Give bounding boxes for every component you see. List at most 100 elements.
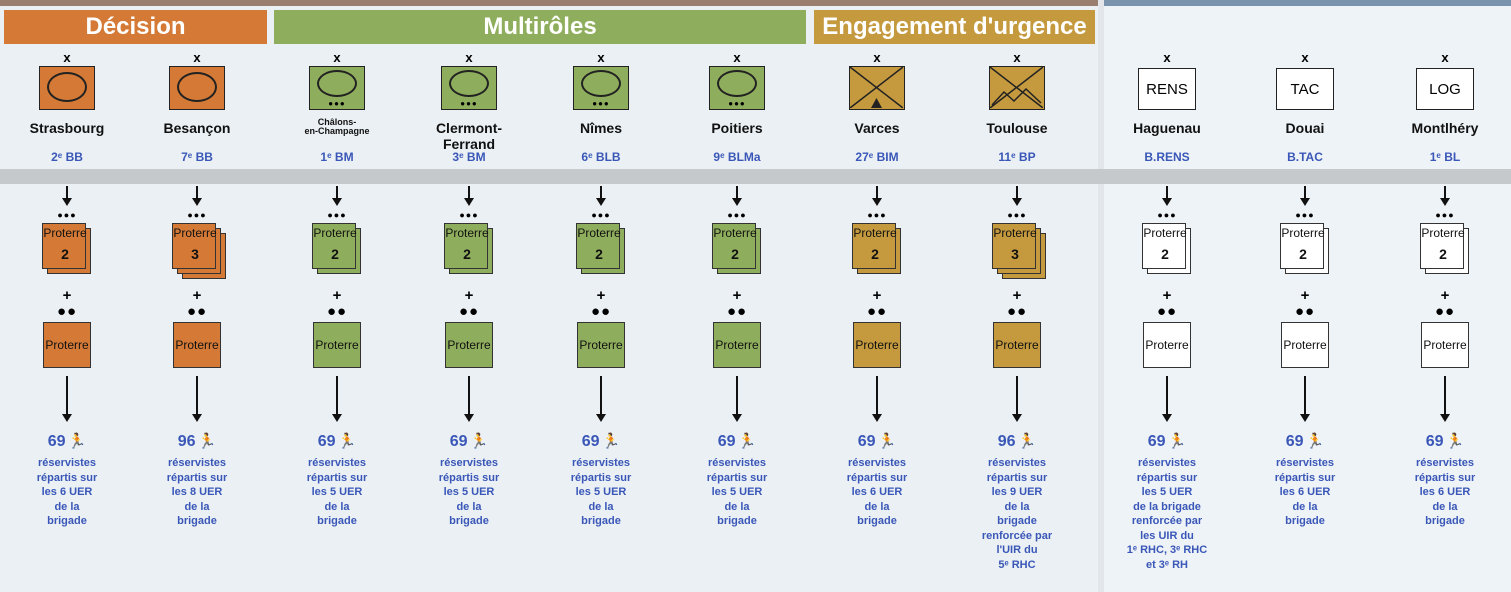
reservist-count: 69🏃: [546, 432, 656, 451]
soldier-icon: 🏃: [67, 433, 87, 450]
two-dots-icon: ●●: [1006, 303, 1028, 320]
proterre-single-box: Proterre: [1143, 322, 1191, 368]
proterre-card: Proterre 2: [1420, 223, 1465, 269]
three-dots-icon: ●●●: [459, 210, 479, 220]
proterre-single-box: Proterre: [43, 322, 91, 368]
three-dots-icon: ●●●: [57, 210, 77, 220]
reservist-description: réservistes répartis sur les 5 UER de la…: [438, 457, 500, 527]
proterre-count: 2: [1439, 246, 1447, 262]
reservist-description: réservistes répartis sur les 5 UER de la…: [706, 457, 768, 527]
three-dots-icon: ●●●: [187, 210, 207, 220]
oval-icon: [717, 70, 757, 97]
proterre-count: 2: [731, 246, 739, 262]
proterre-label: Proterre: [173, 226, 217, 240]
arrow-line: [1444, 376, 1446, 416]
proterre-label: Proterre: [713, 226, 757, 240]
proterre-count: 2: [331, 246, 339, 262]
plus-sign: +: [872, 287, 882, 304]
reservist-description: réservistes répartis sur les 6 UER de la…: [846, 457, 908, 527]
proterre-single-box: Proterre: [445, 322, 493, 368]
arrow-line: [66, 376, 68, 416]
arrow-line: [1166, 376, 1168, 416]
panel-divider: [1098, 0, 1104, 592]
soldier-icon: 🏃: [1445, 433, 1465, 450]
garrison-city: Châlons- en-Champagne: [304, 117, 370, 136]
arrow-line: [196, 186, 198, 200]
plus-sign: +: [1162, 287, 1172, 304]
arrow-line: [1444, 186, 1446, 200]
arrow-head-icon: [1012, 414, 1022, 422]
brigade-name: 1ᵉ BL: [1429, 150, 1461, 164]
soldier-icon: 🏃: [1017, 433, 1037, 450]
unit-symbol-box: ●●●: [573, 66, 629, 110]
proterre-count: 2: [1161, 246, 1169, 262]
reservist-count: 69🏃: [1390, 432, 1500, 451]
arrow-head-icon: [1300, 198, 1310, 206]
proterre-count: 2: [61, 246, 69, 262]
arrow-head-icon: [1012, 198, 1022, 206]
unit-symbol-box: TAC: [1276, 68, 1334, 110]
arrow-head-icon: [192, 414, 202, 422]
three-dots-icon: ●●●: [327, 210, 347, 220]
plus-sign: +: [464, 287, 474, 304]
arrow-head-icon: [332, 198, 342, 206]
unit-symbol-box: [169, 66, 225, 110]
plus-sign: +: [192, 287, 202, 304]
infantry-cross-icon: [849, 66, 904, 109]
brigade-name: 27ᵉ BIM: [855, 150, 899, 164]
separator-band: [0, 169, 1511, 184]
unit-symbol-box: ●●●: [309, 66, 365, 110]
reservist-count-value: 96: [997, 433, 1016, 450]
reservist-description: réservistes répartis sur les 5 UER de la…: [1126, 457, 1208, 571]
reservist-count: 69🏃: [822, 432, 932, 451]
three-dots-icon: ●●●: [1007, 210, 1027, 220]
reservist-count-value: 69: [581, 433, 600, 450]
plus-sign: +: [332, 287, 342, 304]
proterre-single-box: Proterre: [1281, 322, 1329, 368]
unit-symbol-box: [849, 66, 905, 110]
reservist-description: réservistes répartis sur les 6 UER de la…: [1274, 457, 1336, 527]
arrow-line: [876, 376, 878, 416]
proterre-stack: Proterre 2: [1420, 223, 1474, 285]
reservist-description: réservistes répartis sur les 6 UER de la…: [36, 457, 98, 527]
garrison-city: Douai: [1285, 120, 1325, 136]
arrow-head-icon: [596, 414, 606, 422]
proterre-single-box: Proterre: [853, 322, 901, 368]
two-dots-icon: ●●: [326, 303, 348, 320]
oval-icon: [47, 72, 87, 102]
arrow-line: [196, 376, 198, 416]
soldier-icon: 🏃: [1305, 433, 1325, 450]
two-dots-icon: ●●: [590, 303, 612, 320]
soldier-icon: 🏃: [337, 433, 357, 450]
reservist-description: réservistes répartis sur les 8 UER de la…: [166, 457, 228, 527]
reservist-description: réservistes répartis sur les 6 UER de la…: [1414, 457, 1476, 527]
brigade-name: 9ᵉ BLMa: [713, 150, 761, 164]
soldier-icon: 🏃: [469, 433, 489, 450]
proterre-label: Proterre: [313, 226, 357, 240]
proterre-label: Proterre: [1421, 226, 1465, 240]
soldier-icon: 🏃: [737, 433, 757, 450]
arrow-head-icon: [464, 414, 474, 422]
garrison-city: Nîmes: [579, 120, 623, 136]
arrow-line: [876, 186, 878, 200]
soldier-icon: 🏃: [601, 433, 621, 450]
proterre-single-box: Proterre: [173, 322, 221, 368]
arrow-line: [1304, 376, 1306, 416]
three-dots-icon: ●●●: [460, 99, 478, 108]
oval-icon: [581, 70, 621, 97]
soldier-icon: 🏃: [1167, 433, 1187, 450]
three-dots-icon: ●●●: [1157, 210, 1177, 220]
three-dots-icon: ●●●: [591, 210, 611, 220]
proterre-single-box: Proterre: [713, 322, 761, 368]
